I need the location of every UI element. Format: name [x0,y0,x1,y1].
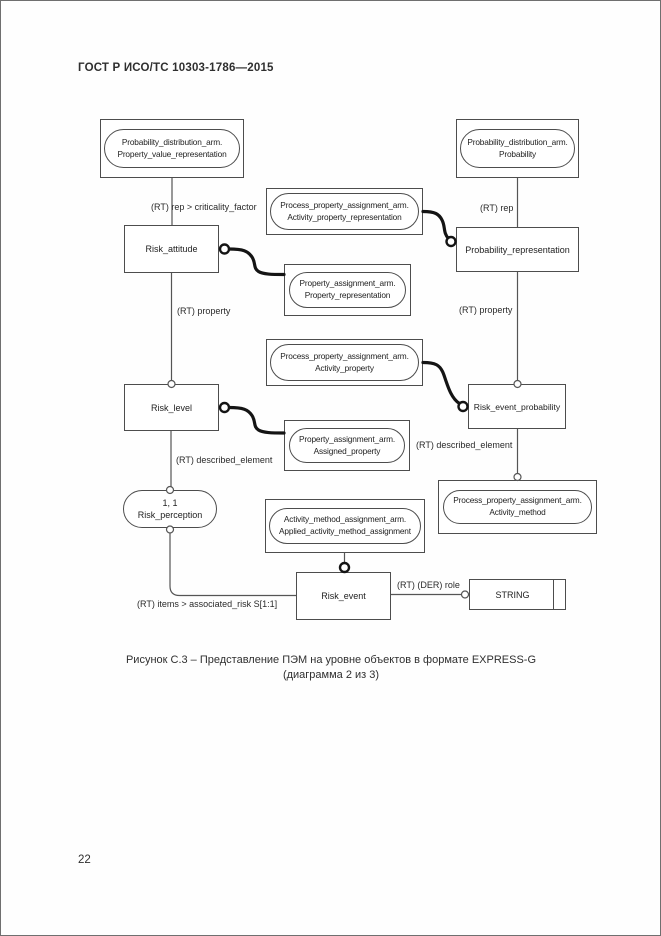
node-risk-event-probability: Risk_event_probability [468,384,566,429]
figure-caption: Рисунок С.3 – Представление ПЭМ на уровн… [61,653,601,683]
string-type-divider [553,580,554,609]
edge-label-rt-described-left: (RT) described_element [176,455,273,465]
node-text-line: Process_property_assignment_arm. [453,495,582,506]
node-text-line: Risk_event_probability [473,401,561,412]
node-oval: Property_assignment_arm. Property_repres… [289,272,406,308]
edge-label-rt-der-role: (RT) (DER) role [397,580,460,590]
page-number: 22 [78,854,91,866]
edge-label-rt-described-right: (RT) described_element [416,440,513,450]
node-oval: Activity_method_assignment_arm. Applied_… [269,508,421,544]
node-text-line: Probability [498,148,537,159]
node-oval: Property_assignment_arm. Assigned_proper… [289,428,405,463]
node-text-line: 1, 1 [162,497,178,508]
node-oval: Process_property_assignment_arm. Activit… [270,344,419,381]
node-text-line: Activity_property_representation [287,211,402,222]
node-text-line: STRING [495,589,530,600]
node-text-line: Probability_distribution_arm. [467,136,568,147]
edge-risk-level-to-assigned-property [227,405,286,435]
node-text-line: Risk_attitude [145,244,198,254]
node-risk-level: Risk_level [124,384,219,431]
node-text-line: Process_property_assignment_arm. [280,199,409,210]
node-probability-distribution-pvr: Probability_distribution_arm. Property_v… [100,119,244,178]
terminal-risk-event-probability-left [457,400,469,413]
node-text-line: Risk_perception [137,510,203,520]
node-text-line: Property_assignment_arm. [299,278,396,289]
node-text-line: Property_value_representation [117,148,227,159]
figure-caption-line2: (диаграмма 2 из 3) [282,668,380,681]
edge-label-rt-items: (RT) items > associated_risk S[1:1] [137,599,278,609]
node-text-line: Assigned_property [313,445,381,456]
node-text-line: Property_assignment_arm. [298,433,395,444]
node-property-assignment-pr: Property_assignment_arm. Property_repres… [284,264,411,316]
node-process-property-assignment-am: Process_property_assignment_arm. Activit… [438,480,597,534]
edge-label-rt-rep: (RT) rep [480,203,514,213]
node-property-assignment-assigned: Property_assignment_arm. Assigned_proper… [284,420,410,471]
node-string-type: STRING [469,579,566,610]
edge-label-rt-property-right: (RT) property [459,305,513,315]
node-text-line: Activity_property [315,362,374,373]
node-text-line: Process_property_assignment_arm. [280,350,409,361]
edge-risk-attitude-to-property-assignment [227,247,286,277]
document-header: ГОСТ Р ИСО/ТС 10303-1786—2015 [78,62,274,74]
node-text-line: Applied_activity_method_assignment [279,526,411,536]
node-probability-distribution-probability: Probability_distribution_arm. Probabilit… [456,119,579,178]
node-risk-attitude: Risk_attitude [124,225,219,273]
node-process-property-assignment-apr: Process_property_assignment_arm. Activit… [266,188,423,235]
node-text-line: Property_representation [304,290,391,300]
terminal-risk-attitude-right [218,243,231,255]
terminal-risk-level-right [218,401,231,414]
node-oval: Process_property_assignment_arm. Activit… [270,193,419,230]
node-risk-perception: 1, 1 Risk_perception [123,490,217,528]
edge-apr-to-probability-representation [421,209,451,241]
node-oval: Process_property_assignment_arm. Activit… [443,490,592,524]
node-risk-event: Risk_event [296,572,391,620]
node-oval: Probability_distribution_arm. Probabilit… [460,129,575,168]
node-text-line: Activity_method [489,507,546,517]
node-activity-method-assignment: Activity_method_assignment_arm. Applied_… [265,499,425,553]
node-text-line: Probability_distribution_arm. [121,136,223,147]
node-text-line: Activity_method_assignment_arm. [283,514,407,525]
terminal-probability-representation-left [445,235,457,248]
node-text-line: Probability_representation [465,244,570,255]
thick-connectors [227,209,462,435]
figure-caption-line1: Рисунок С.3 – Представление ПЭМ на уровн… [125,654,537,666]
edge-label-rt-property-left: (RT) property [177,306,231,316]
node-process-property-assignment-ap: Process_property_assignment_arm. Activit… [266,339,423,386]
node-text-line: Risk_event [321,591,366,601]
node-oval: Probability_distribution_arm. Property_v… [104,129,240,168]
terminal-string-left [460,590,470,599]
edge-label-rep-criticality: (RT) rep > criticality_factor [151,202,257,212]
node-probability-representation: Probability_representation [456,227,579,272]
node-text-line: Risk_level [150,402,192,413]
terminal-risk-event-top [338,561,351,574]
edge-ap-to-risk-event-probability [421,360,462,406]
